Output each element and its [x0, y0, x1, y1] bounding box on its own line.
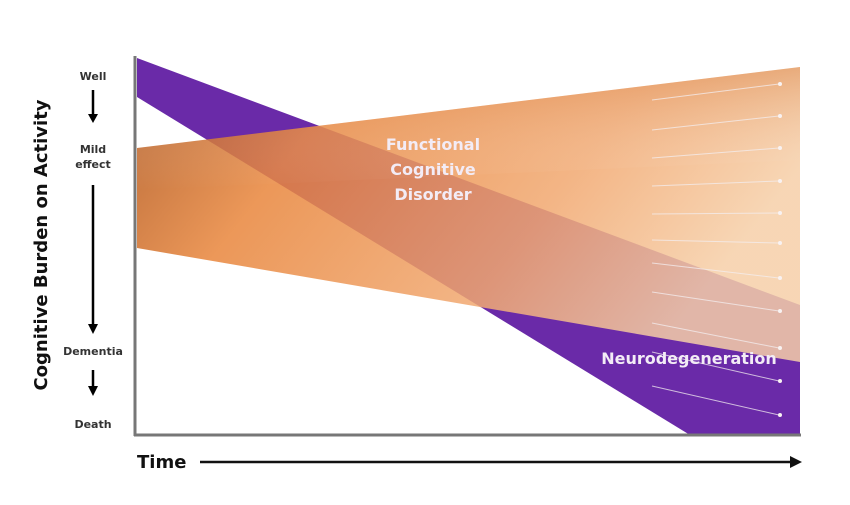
trajectory-endpoint: [778, 82, 782, 86]
level-effect: effect: [75, 158, 111, 171]
trajectory-line: [651, 322, 780, 349]
level-death: Death: [74, 418, 111, 431]
level-well: Well: [80, 70, 107, 83]
functional-label-1: Functional: [386, 135, 480, 154]
arrow-down-icon: [88, 386, 98, 396]
trajectory-endpoint: [778, 241, 782, 245]
trajectory-arrows: [651, 82, 782, 417]
trajectory-endpoint: [778, 146, 782, 150]
x-axis-title: Time: [137, 452, 186, 473]
trajectory-endpoint: [778, 379, 782, 383]
trajectory-line: [651, 291, 780, 312]
trajectory-line: [651, 115, 780, 131]
y-axis-title: Cognitive Burden on Activity: [31, 99, 52, 390]
trajectory-endpoint: [778, 179, 782, 183]
trajectory-endpoint: [778, 346, 782, 350]
functional-label-2: Cognitive: [390, 160, 476, 179]
trajectory-endpoint: [778, 309, 782, 313]
functional-label-3: Disorder: [394, 185, 471, 204]
trajectory-line: [651, 83, 780, 101]
arrow-down-icon: [88, 114, 98, 123]
trajectory-endpoint: [778, 114, 782, 118]
trajectory-line: [651, 180, 780, 187]
arrow-down-icon: [88, 324, 98, 334]
trajectory-endpoint: [778, 211, 782, 215]
trajectory-line: [651, 212, 780, 215]
level-dementia: Dementia: [63, 345, 123, 358]
arrow-right-icon: [790, 456, 802, 468]
trajectory-endpoint: [778, 276, 782, 280]
trajectory-line: [651, 351, 780, 382]
trajectory-endpoint: [778, 413, 782, 417]
level-mild: Mild: [80, 143, 106, 156]
trajectory-line: [651, 147, 780, 159]
trajectory-line: [651, 262, 780, 279]
trajectory-line: [651, 385, 780, 416]
trajectory-line: [651, 239, 780, 244]
neuro-label: Neurodegeneration: [601, 349, 777, 368]
